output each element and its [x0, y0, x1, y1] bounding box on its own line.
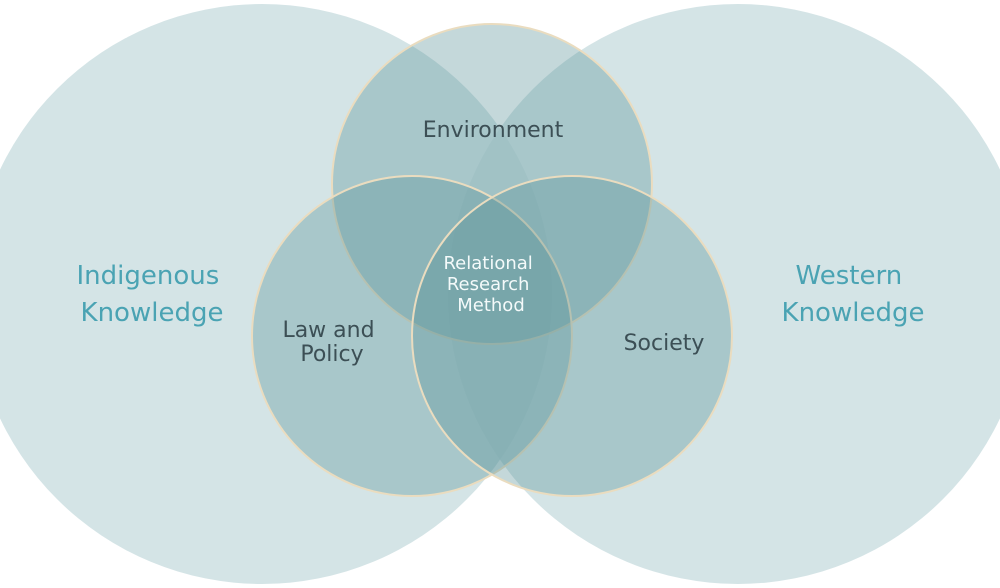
indigenous-knowledge-label: Indigenous Knowledge — [76, 261, 227, 328]
environment-circle — [331, 23, 653, 345]
society-circle — [411, 175, 733, 497]
society-label: Society — [624, 331, 705, 356]
indigenous-knowledge-circle — [0, 4, 552, 584]
law-and-policy-label: Law and Policy — [282, 318, 381, 367]
environment-label: Environment — [423, 118, 564, 143]
relational-research-method-label: Relational Research Method — [443, 253, 538, 316]
western-knowledge-circle — [448, 4, 1000, 584]
western-knowledge-label: Western Knowledge — [782, 261, 925, 328]
